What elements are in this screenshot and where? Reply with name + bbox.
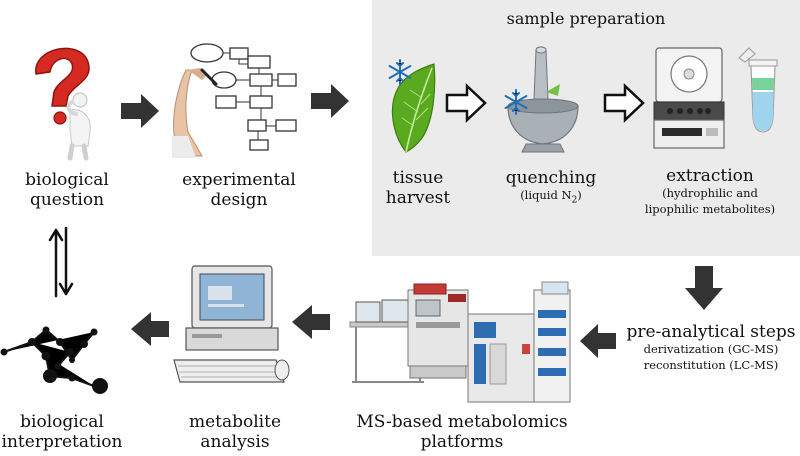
- arrow-right-1: [121, 94, 159, 128]
- snowflake-icon: [388, 59, 412, 85]
- arrow-down: [685, 266, 723, 310]
- outline-arrow-2: [603, 83, 645, 123]
- mass-spectrometer-icon: [349, 281, 571, 403]
- bidirectional-arrow: [48, 226, 74, 298]
- label-experimental-design: experimental design: [182, 170, 296, 211]
- arrow-left-1: [580, 324, 616, 358]
- arrow-right-2: [311, 84, 349, 118]
- outline-arrow-1: [445, 83, 487, 123]
- label-extraction: extraction (hydrophilic and lipophilic m…: [644, 166, 776, 216]
- flowchart-hand-icon: [172, 43, 297, 158]
- label-tissue-harvest: tissue harvest: [385, 168, 451, 209]
- snowflake-icon: [504, 89, 528, 115]
- leaf-icon: [391, 63, 436, 153]
- quenching-subtitle: (liquid N2): [520, 188, 582, 206]
- computer-icon: [173, 265, 290, 383]
- arrow-left-2: [292, 305, 330, 339]
- panel-title: sample preparation: [506, 9, 666, 28]
- network-graph-icon: [0, 326, 108, 394]
- sample-preparation-panel: [372, 0, 800, 256]
- label-ms-platforms: MS-based metabolomics platforms: [356, 412, 568, 453]
- label-quenching: quenching (liquid N2): [488, 168, 614, 206]
- label-metabolite-analysis: metabolite analysis: [188, 412, 282, 453]
- arrow-left-3: [131, 312, 169, 346]
- label-pre-analytical-steps: pre-analytical steps derivatization (GC-…: [626, 322, 796, 372]
- centrifuge-icon: [653, 47, 725, 149]
- label-biological-question: biological question: [25, 170, 109, 211]
- sample-tube-icon: [738, 47, 778, 133]
- question-mark-person-icon: [35, 47, 91, 161]
- mortar-pestle-icon: [507, 46, 579, 153]
- label-biological-interpretation: biological interpretation: [1, 412, 123, 453]
